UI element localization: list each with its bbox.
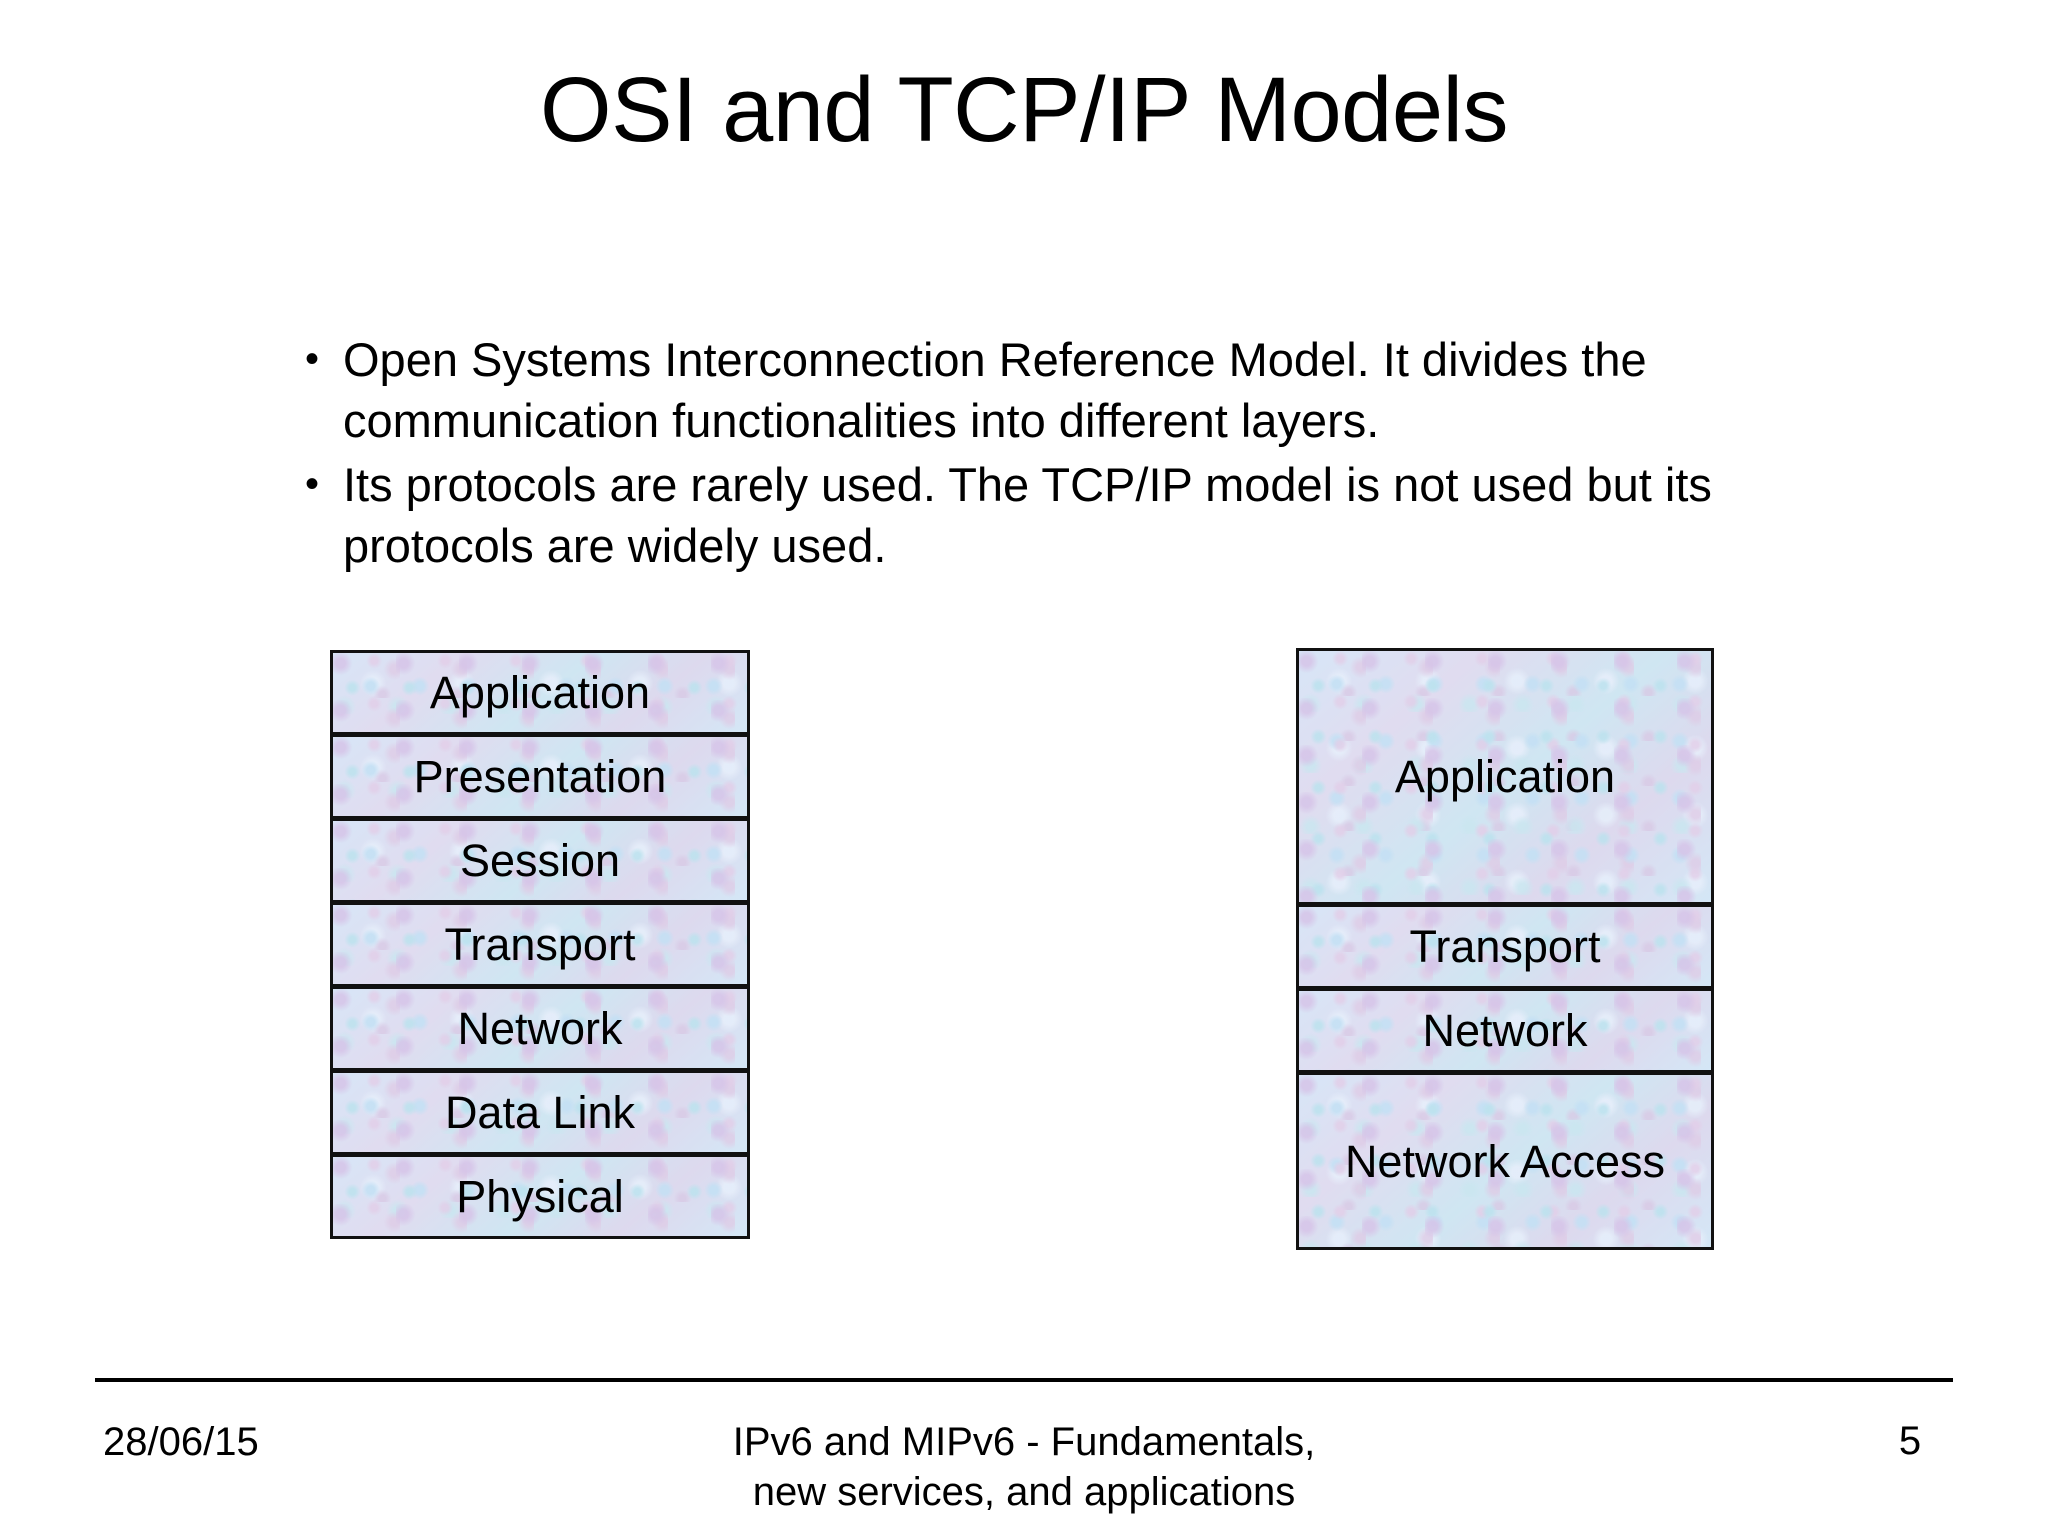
bullet-point-icon: • (305, 462, 320, 507)
osi-layer-data-link: Data Link (330, 1070, 750, 1155)
bullet-text: Its protocols are rarely used. The TCP/I… (343, 458, 1712, 572)
bullet-point-icon: • (305, 337, 320, 381)
bullet-text: Open Systems Interconnection Reference M… (343, 333, 1647, 447)
osi-layer-physical: Physical (330, 1154, 750, 1239)
tcpip-layer-network: Network (1296, 988, 1714, 1073)
bullet-item: • Open Systems Interconnection Reference… (305, 330, 1845, 451)
osi-layer-application: Application (330, 650, 750, 735)
layer-label: Network (457, 1003, 623, 1054)
footer-divider (95, 1378, 1953, 1382)
layer-label: Transport (1409, 921, 1601, 972)
layer-label: Transport (444, 919, 636, 970)
layer-label: Session (459, 835, 621, 886)
osi-layer-network: Network (330, 986, 750, 1071)
layer-label: Application (429, 667, 651, 718)
page-title: OSI and TCP/IP Models (540, 59, 1508, 161)
tcpip-layer-transport: Transport (1296, 904, 1714, 989)
page-number: 5 (1898, 1419, 1922, 1463)
osi-layer-transport: Transport (330, 902, 750, 987)
osi-layer-session: Session (330, 818, 750, 903)
footer-date: 28/06/15 (103, 1420, 259, 1464)
layer-label: Physical (456, 1171, 624, 1222)
layer-label: Presentation (413, 751, 667, 802)
tcpip-model-stack: Application Transport Network Network Ac… (1296, 648, 1714, 1250)
layer-label: Data Link (444, 1087, 636, 1138)
tcpip-layer-application: Application (1296, 648, 1714, 905)
layer-label: Application (1394, 751, 1616, 802)
footer-title-line-1: IPv6 and MIPv6 - Fundamentals, (732, 1420, 1316, 1464)
osi-model-stack: Application Presentation Session Transpo… (330, 650, 750, 1245)
footer-title: IPv6 and MIPv6 - Fundamentals, new servi… (624, 1417, 1424, 1518)
layer-label: Network (1422, 1005, 1588, 1056)
tcpip-layer-network-access: Network Access (1296, 1072, 1714, 1250)
footer-title-line-2: new services, and applications (752, 1470, 1296, 1515)
layer-label: Network Access (1344, 1135, 1666, 1187)
bullet-item: • Its protocols are rarely used. The TCP… (305, 455, 1845, 576)
osi-layer-presentation: Presentation (330, 734, 750, 819)
bullet-list: • Open Systems Interconnection Reference… (305, 330, 1845, 581)
